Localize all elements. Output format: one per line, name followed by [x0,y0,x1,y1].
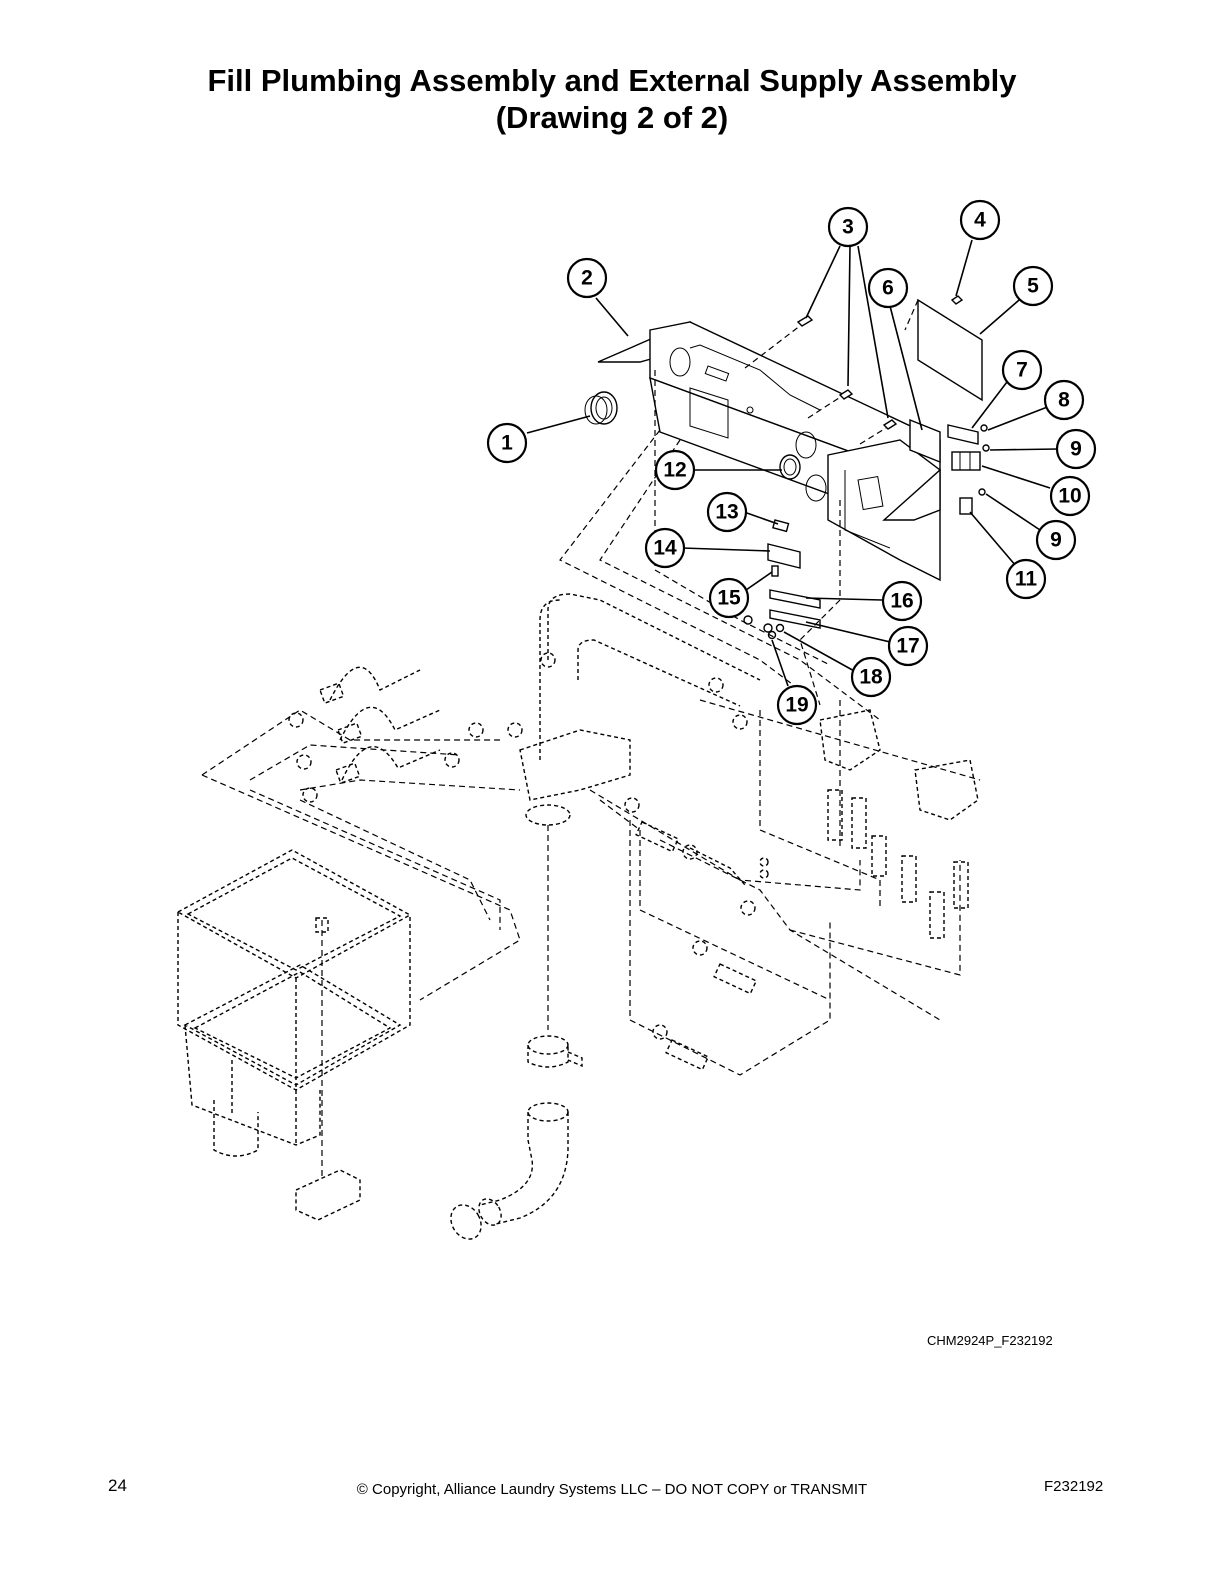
callout-label: 9 [1050,529,1062,552]
callout-label: 6 [882,277,894,300]
callout-label: 9 [1070,438,1082,461]
grommet-part [584,391,618,425]
callout-label: 1 [501,432,513,455]
callout-7: 7 [1001,349,1043,391]
terminal-components [947,424,990,515]
title-line-1: Fill Plumbing Assembly and External Supp… [207,63,1017,98]
mounting-board [909,418,941,464]
callout-label: 4 [974,209,986,232]
callout-6: 6 [867,267,909,309]
callout-5: 5 [1012,265,1054,307]
callout-8: 8 [1043,379,1085,421]
callout-label: 13 [715,501,738,524]
callout-label: 14 [653,537,677,560]
cover-plate [904,295,983,402]
callout-label: 17 [896,635,919,658]
callout-label: 15 [717,587,741,610]
callout-14: 14 [644,527,686,569]
callout-label: 18 [859,666,883,689]
callout-label: 12 [663,459,686,482]
callout-16: 16 [881,580,923,622]
callout-2: 2 [566,257,608,299]
callout-4: 4 [959,199,1001,241]
screws [744,315,898,445]
callout-label: 2 [581,267,593,290]
drawing-id: CHM2924P_F232192 [927,1333,1053,1348]
dispenser-tub [176,849,412,1221]
callout-18: 18 [850,656,892,698]
callout-label: 5 [1027,275,1039,298]
callout-label: 3 [842,216,854,239]
callout-17: 17 [887,625,929,667]
callout-12: 12 [654,449,696,491]
mounting-bracket [597,320,941,582]
switch-bracket-parts [743,519,821,640]
title-line-2: (Drawing 2 of 2) [495,100,729,135]
drain-elbow [450,1035,583,1240]
page-title: Fill Plumbing Assembly and External Supp… [0,62,1224,136]
leader-lines [526,239,1059,687]
callout-19: 19 [776,684,818,726]
callout-11: 11 [1005,558,1047,600]
callout-9a: 9 [1055,428,1097,470]
callout-10: 10 [1049,475,1091,517]
callout-label: 8 [1058,389,1070,412]
callout-3: 3 [827,206,869,248]
page-number: 24 [108,1476,127,1495]
callout-label: 7 [1016,359,1028,382]
callout-9b: 9 [1035,519,1077,561]
callout-label: 11 [1015,568,1038,591]
callout-label: 19 [785,694,808,717]
copyright-notice: © Copyright, Alliance Laundry Systems LL… [356,1481,868,1498]
document-code: F232192 [1044,1478,1104,1495]
callout-15: 15 [708,577,750,619]
callout-13: 13 [706,491,748,533]
callout-1: 1 [486,422,528,464]
callout-label: 10 [1058,485,1081,508]
callout-label: 16 [890,590,913,613]
grommet-part-12 [779,454,801,480]
